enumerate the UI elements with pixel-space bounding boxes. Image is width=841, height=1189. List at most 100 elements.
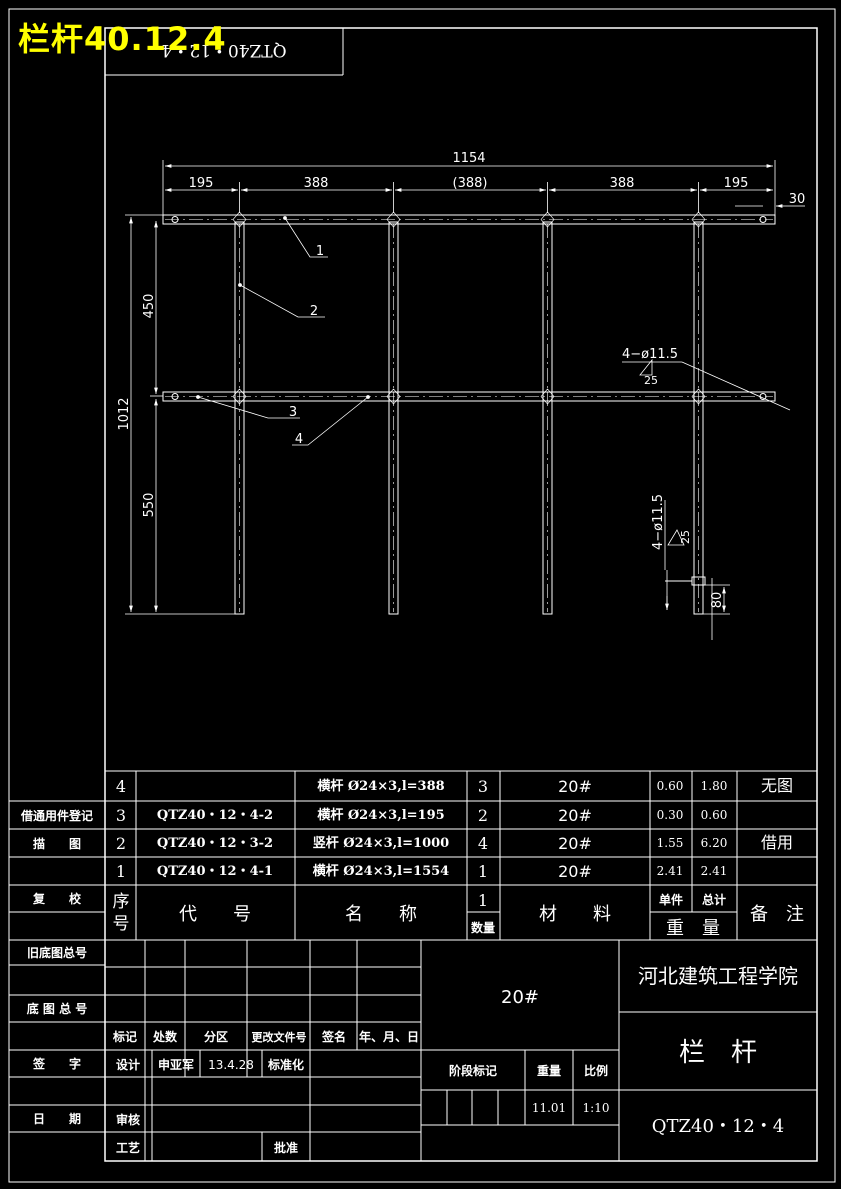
tb-row-label: 分区 [204, 1029, 228, 1044]
tb-designer-label: 设计 [116, 1057, 140, 1072]
part-name: 横杆 Ø24×3,l=388 [317, 778, 444, 794]
part-no: 4 [116, 777, 126, 796]
tb-row-label: 更改文件号 [252, 1030, 307, 1044]
part-unit-weight: 0.60 [657, 779, 684, 793]
part-qty: 3 [478, 777, 488, 796]
tb-scale: 1:10 [583, 1101, 610, 1115]
tb-drawing-no: QTZ40・12・4 [652, 1116, 785, 1137]
dim-holes-side-sub: 25 [679, 530, 692, 544]
tb-approve: 批准 [274, 1140, 298, 1155]
part-no: 1 [116, 862, 126, 881]
part-qty: 4 [478, 834, 488, 853]
callout-4: 4 [295, 432, 303, 447]
part-code: QTZ40・12・4-2 [157, 808, 273, 823]
tb-row-label: 年、月、日 [359, 1029, 419, 1044]
header-name: 名 称 [345, 904, 417, 925]
part-material: 20# [558, 834, 592, 853]
part-no: 2 [116, 834, 126, 853]
header-remark: 备 注 [750, 904, 804, 925]
side-labels: 借通用件登记 描 图 复 校 旧底图总号 底 图 总 号 签 字 日 期 [20, 808, 93, 1126]
tb-part-name: 栏 杆 [679, 1038, 757, 1068]
tb-stage: 阶段标记 [449, 1063, 497, 1078]
tb-weight: 11.01 [532, 1101, 566, 1115]
callout-1: 1 [316, 244, 324, 259]
header-qty-top: 1 [478, 891, 488, 910]
header-unit-weight: 单件 [659, 892, 683, 907]
tb-designer: 申亚军 [158, 1057, 194, 1072]
tb-weight-label: 重量 [537, 1063, 561, 1078]
title-block-grid [105, 940, 817, 1161]
tb-scale-label: 比例 [584, 1063, 608, 1078]
part-unit-weight: 2.41 [657, 864, 684, 878]
parts-list-grid [9, 770, 817, 1133]
tb-row-label: 标记 [112, 1029, 137, 1044]
callout-leaders [196, 216, 370, 446]
part-total-weight: 6.20 [701, 836, 728, 850]
tb-row-label: 处数 [152, 1029, 178, 1044]
part-unit-weight: 1.55 [657, 836, 684, 850]
dim-total-height: 1012 [117, 397, 132, 430]
part-qty: 1 [478, 862, 488, 881]
part-remark: 无图 [761, 776, 793, 795]
parts-row: 3 QTZ40・12・4-2 横杆 Ø24×3,l=195 2 20# 0.30… [116, 806, 727, 825]
side-label: 日 期 [33, 1111, 81, 1126]
dim-holes-top: 4−ø11.5 [622, 347, 678, 362]
header-total-weight: 总计 [702, 892, 726, 907]
dim-holes-side: 4−ø11.5 [651, 494, 666, 550]
part-material: 20# [558, 806, 592, 825]
dim-seg-a: 388 [304, 176, 329, 191]
header-weight: 重 量 [666, 918, 720, 939]
mirrored-drawing-code: QTZ40・12・4 [161, 40, 286, 60]
dimension-text: 1154 195 388 (388) 388 195 30 450 1012 5… [117, 151, 805, 608]
parts-row: 2 QTZ40・12・3-2 竖杆 Ø24×3,l=1000 4 20# 1.5… [116, 833, 793, 853]
dim-seg-mid: (388) [453, 176, 488, 191]
part-material: 20# [558, 862, 592, 881]
part-total-weight: 2.41 [701, 864, 728, 878]
railing-frame [162, 211, 776, 615]
tb-review: 审核 [116, 1112, 140, 1127]
tb-process: 工艺 [116, 1140, 140, 1155]
dim-seg-b: 388 [610, 176, 635, 191]
callout-numbers: 1 2 3 4 [289, 244, 324, 447]
header-no-a: 序 [113, 892, 130, 912]
side-label: 底 图 总 号 [27, 1001, 88, 1016]
tb-standard: 标准化 [267, 1057, 304, 1072]
side-label: 签 字 [32, 1056, 81, 1071]
parts-list-rows: 4 横杆 Ø24×3,l=388 3 20# 0.60 1.80 无图 3 QT… [116, 776, 793, 881]
side-label: 复 校 [32, 891, 82, 906]
drawing-border [8, 8, 836, 1183]
side-label: 旧底图总号 [27, 945, 87, 960]
dim-seg-right: 195 [724, 176, 749, 191]
part-code: QTZ40・12・3-2 [157, 836, 273, 851]
part-no: 3 [116, 806, 126, 825]
dim-lower-height: 550 [142, 493, 157, 518]
overlay-title: 栏杆40.12.4 [18, 20, 227, 58]
parts-row: 1 QTZ40・12・4-1 横杆 Ø24×3,l=1554 1 20# 2.4… [116, 862, 727, 881]
tb-date: 13.4.28 [208, 1058, 254, 1072]
part-qty: 2 [478, 806, 488, 825]
parts-row: 4 横杆 Ø24×3,l=388 3 20# 0.60 1.80 无图 [116, 776, 793, 796]
dim-seg-left: 195 [189, 176, 214, 191]
header-material: 材 料 [539, 904, 611, 925]
title-block: 20# 河北建筑工程学院 栏 杆 QTZ40・12・4 标记 处数 分区 更改文… [112, 964, 798, 1155]
header-qty: 数量 [471, 920, 495, 935]
callout-2: 2 [310, 304, 318, 319]
part-remark: 借用 [761, 833, 793, 852]
dim-total-width: 1154 [452, 151, 485, 166]
tb-material: 20# [501, 987, 539, 1008]
part-name: 竖杆 Ø24×3,l=1000 [313, 835, 449, 851]
side-label: 描 图 [33, 836, 81, 851]
tb-row-label: 签名 [321, 1029, 346, 1044]
side-label: 借通用件登记 [20, 808, 93, 823]
part-code: QTZ40・12・4-1 [157, 864, 273, 879]
parts-list-header: 序 号 代 号 名 称 1 数量 材 料 单件 总计 重 量 备 注 [113, 891, 805, 939]
callout-3: 3 [289, 405, 297, 420]
part-material: 20# [558, 777, 592, 796]
dim-right-offset: 30 [789, 192, 806, 207]
header-no-b: 号 [113, 914, 130, 934]
part-name: 横杆 Ø24×3,l=195 [317, 807, 444, 823]
dim-upper-height: 450 [142, 294, 157, 319]
dimension-lines [125, 160, 805, 640]
part-total-weight: 1.80 [701, 779, 728, 793]
